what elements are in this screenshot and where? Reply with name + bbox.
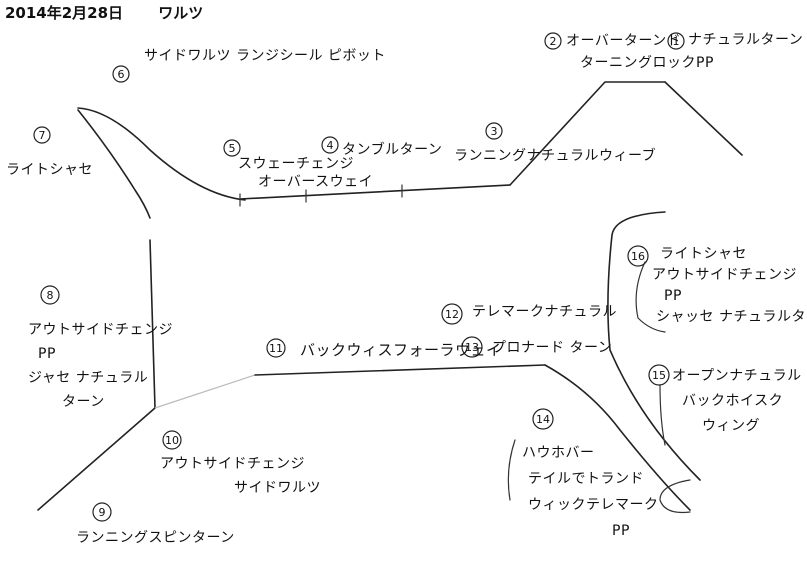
svg-text:8: 8 xyxy=(47,289,54,302)
label-figure-15: オープンナチュラル バックホイスク ウィング xyxy=(672,364,802,439)
label-figure-5: スウェーチェンジ オーバースウェイ xyxy=(238,155,373,191)
number-circle-4: 4 xyxy=(321,136,339,154)
label-figure-7: ライトシャセ xyxy=(6,160,93,180)
number-circle-3: 3 xyxy=(485,122,503,140)
label-figure-8-line-4: ターン xyxy=(62,394,105,410)
label-figure-12: テレマークナチュラル xyxy=(472,302,617,322)
svg-text:12: 12 xyxy=(445,308,459,321)
number-circle-7: 7 xyxy=(33,126,51,144)
svg-text:15: 15 xyxy=(652,369,666,382)
label-figure-15-line-1: オープンナチュラル xyxy=(672,368,802,384)
label-figure-2-line-1: オーバーターンド xyxy=(566,33,682,49)
header-title: ワルツ xyxy=(158,4,204,22)
svg-text:7: 7 xyxy=(39,129,46,142)
number-circle-13: 13 xyxy=(461,336,483,358)
label-figure-10-line-2: サイドワルツ xyxy=(234,480,321,496)
label-figure-1-line-1: ナチュラルターン xyxy=(688,32,804,48)
number-circle-15: 15 xyxy=(648,364,670,386)
label-figure-13: プロナード ターン xyxy=(492,338,612,358)
number-circle-2: 2 xyxy=(544,32,562,50)
label-figure-16-line-1: ライトシャセ xyxy=(660,246,747,262)
label-figure-3-line-1: ランニングナチュラルウィーブ xyxy=(454,148,657,164)
label-figure-6-line-1: サイドワルツ ランジシール ピボット xyxy=(144,48,386,64)
label-figure-14-line-4: PP xyxy=(612,523,630,539)
label-figure-14: ハウホバー テイルでトランド ウィックテレマーク PP xyxy=(522,440,659,544)
path-left-arm-lower xyxy=(77,109,151,219)
path-lower-right-descent xyxy=(544,364,691,511)
svg-text:1: 1 xyxy=(673,35,680,48)
label-figure-16: ライトシャセ アウトサイドチェンジ PP シャッセ ナチュラルターン xyxy=(652,244,807,328)
label-figure-3: ランニングナチュラルウィーブ xyxy=(454,146,656,166)
label-figure-15-line-3: ウィング xyxy=(702,418,760,434)
path-left-vertical xyxy=(149,239,156,409)
path-peak-descent xyxy=(664,81,743,156)
number-circle-16: 16 xyxy=(627,245,649,267)
label-figure-4-line-1: タンブルターン xyxy=(342,142,443,158)
path-lower-left-diagonal xyxy=(37,407,156,511)
label-figure-5-line-1: スウェーチェンジ xyxy=(238,156,354,172)
svg-text:14: 14 xyxy=(536,413,550,426)
svg-text:4: 4 xyxy=(327,139,334,152)
svg-text:2: 2 xyxy=(550,35,557,48)
path-lower-bracket xyxy=(507,439,516,501)
label-figure-16-line-3: PP xyxy=(664,288,682,304)
label-figure-14-line-3: ウィックテレマーク xyxy=(528,497,659,513)
number-circle-12: 12 xyxy=(441,303,463,325)
svg-text:6: 6 xyxy=(118,68,125,81)
label-figure-1: ナチュラルターン xyxy=(688,30,803,50)
path-lower-faint-diagonal xyxy=(154,374,256,409)
path-upper-left-curve xyxy=(77,107,246,201)
label-figure-10-line-1: アウトサイドチェンジ xyxy=(160,456,305,472)
number-circle-14: 14 xyxy=(532,408,554,430)
svg-text:10: 10 xyxy=(165,434,179,447)
page-header: 2014年2月28日 ワルツ xyxy=(5,2,203,23)
label-figure-16-line-2: アウトサイドチェンジ xyxy=(652,267,797,283)
number-circle-8: 8 xyxy=(40,285,60,305)
number-circle-1: 1 xyxy=(667,32,685,50)
label-figure-9-line-1: ランニングスピンターン xyxy=(76,530,235,546)
label-figure-11-line-1: バックウィスフォーラウェイ xyxy=(300,341,502,359)
label-figure-7-line-1: ライトシャセ xyxy=(6,162,93,178)
path-right-bracket-2 xyxy=(659,384,666,446)
path-right-small-arc xyxy=(659,479,691,514)
label-figure-8-line-1: アウトサイドチェンジ xyxy=(28,322,173,338)
number-circle-5: 5 xyxy=(223,139,241,157)
number-circle-9: 9 xyxy=(92,502,112,522)
label-figure-12-line-1: テレマークナチュラル xyxy=(472,304,617,320)
label-figure-14-line-2: テイルでトランド xyxy=(528,471,644,487)
label-figure-5-line-2: オーバースウェイ xyxy=(258,174,374,190)
label-figure-11: バックウィスフォーラウェイ xyxy=(300,340,502,360)
label-figure-8: アウトサイドチェンジ PP ジャセ ナチュラル ターン xyxy=(28,318,173,414)
label-figure-4: タンブルターン xyxy=(342,140,442,160)
path-right-bracket xyxy=(635,261,666,333)
label-figure-8-line-2: PP xyxy=(38,346,56,362)
label-figure-2: オーバーターンド ターニングロックPP xyxy=(566,30,714,74)
svg-text:11: 11 xyxy=(269,342,283,355)
number-circle-10: 10 xyxy=(162,430,182,450)
path-top-baseline xyxy=(239,184,511,200)
label-figure-2-line-2: ターニングロックPP xyxy=(580,55,714,71)
label-figure-15-line-2: バックホイスク xyxy=(682,393,784,409)
label-figure-8-line-3: ジャセ ナチュラル xyxy=(28,370,149,386)
label-figure-9: ランニングスピンターン xyxy=(76,528,235,548)
path-right-vertical xyxy=(607,211,701,481)
label-figure-16-line-4: シャッセ ナチュラルターン xyxy=(656,309,807,325)
label-figure-10: アウトサイドチェンジ サイドワルツ xyxy=(160,452,321,500)
svg-text:5: 5 xyxy=(229,142,236,155)
svg-text:9: 9 xyxy=(99,506,106,519)
path-rise-to-peak xyxy=(509,81,666,186)
svg-text:3: 3 xyxy=(491,125,498,138)
number-circle-11: 11 xyxy=(266,338,286,358)
label-figure-14-line-1: ハウホバー xyxy=(522,445,595,461)
svg-text:13: 13 xyxy=(465,341,479,354)
label-figure-6: サイドワルツ ランジシール ピボット xyxy=(144,46,386,66)
label-figure-13-line-1: プロナード ターン xyxy=(492,340,613,356)
number-circle-6: 6 xyxy=(112,65,130,83)
path-bottom-baseline xyxy=(254,364,546,376)
header-date: 2014年2月28日 xyxy=(5,4,124,22)
svg-text:16: 16 xyxy=(631,250,645,263)
